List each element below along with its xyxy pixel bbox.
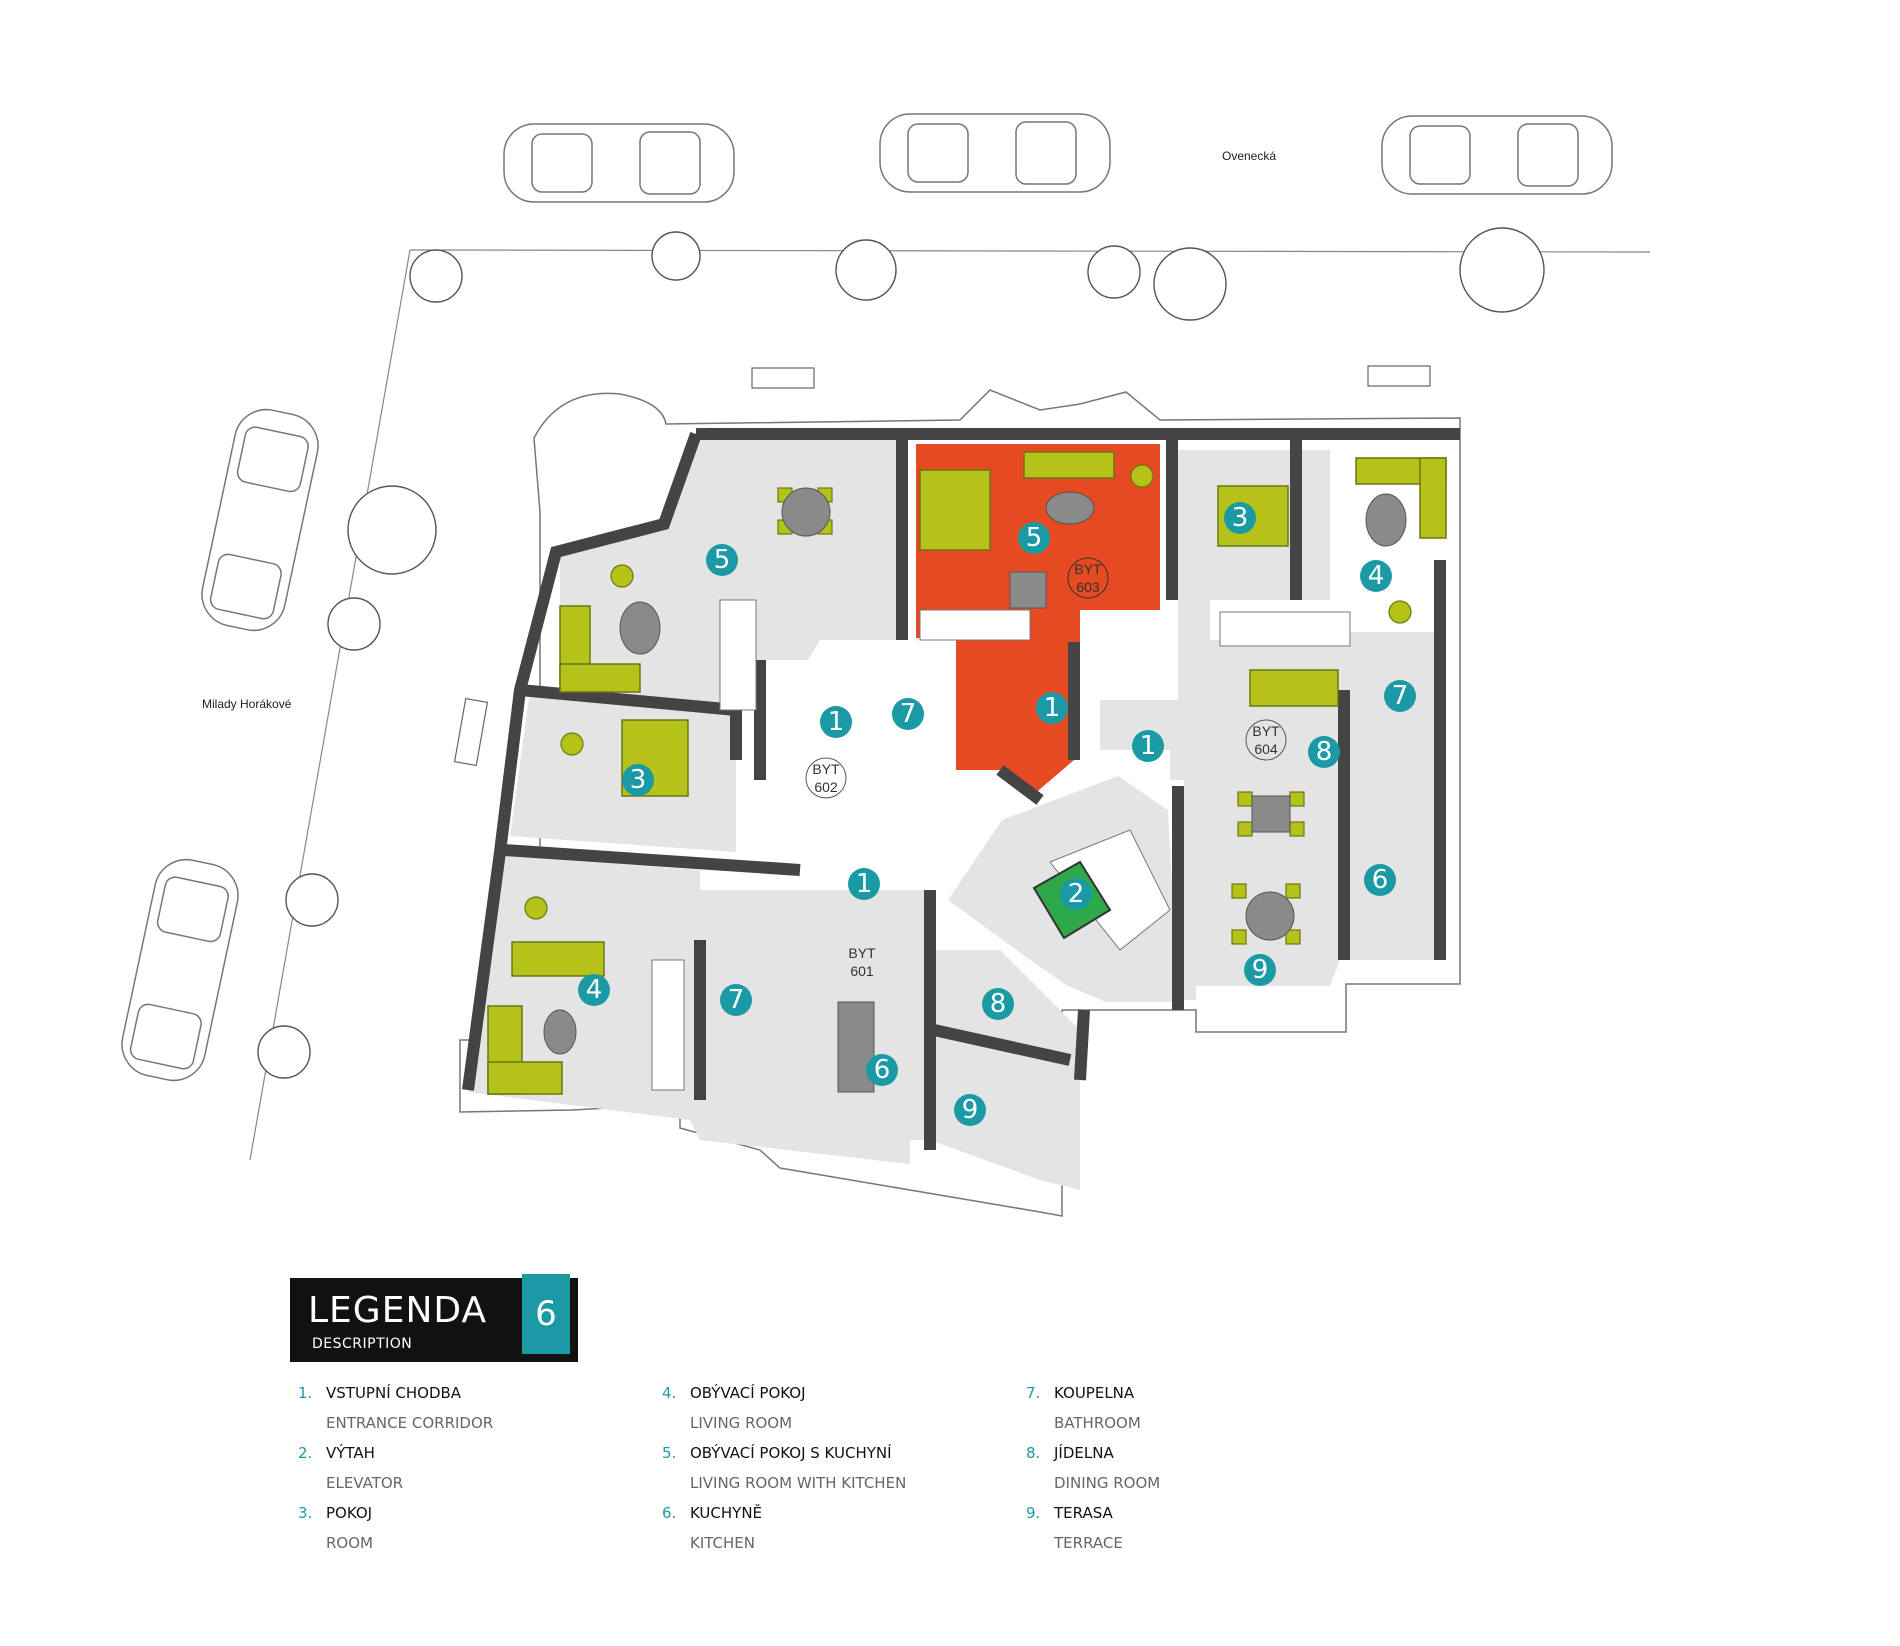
car-icon — [1381, 115, 1613, 195]
tables — [543, 487, 1407, 1093]
unit-label-601: BYT 601 — [848, 945, 876, 979]
street-outline — [249, 249, 1651, 1161]
svg-text:5: 5 — [714, 545, 731, 575]
svg-text:BYT: BYT — [812, 761, 840, 777]
svg-text:4: 4 — [1368, 561, 1385, 591]
room-marker: 7 — [1384, 680, 1416, 712]
room-marker: 1 — [1132, 730, 1164, 762]
street-label-north: Ovenecká — [1222, 149, 1276, 163]
svg-text:1: 1 — [1044, 693, 1061, 723]
building-outline — [459, 389, 1461, 1217]
svg-text:3: 3 — [1232, 503, 1249, 533]
room-marker: 6 — [866, 1054, 898, 1086]
room-marker: 9 — [1244, 954, 1276, 986]
room-marker: 9 — [954, 1094, 986, 1126]
svg-text:1: 1 — [856, 869, 873, 899]
svg-text:7: 7 — [728, 985, 745, 1015]
legend-item: 4. OBÝVACÍ POKOJ LIVING ROOM — [662, 1384, 806, 1432]
svg-text:BYT: BYT — [1252, 723, 1280, 739]
svg-text:601: 601 — [850, 963, 874, 979]
legend-column-3: 7. KOUPELNA BATHROOM 8. JÍDELNA DINING R… — [1026, 1384, 1326, 1564]
legend-subtitle: DESCRIPTION — [312, 1336, 413, 1352]
svg-text:602: 602 — [814, 779, 838, 795]
legend-item: 6. KUCHYNĚ KITCHEN — [662, 1504, 763, 1552]
room-marker: 6 — [1364, 864, 1396, 896]
unit-label-604: BYT 604 — [1245, 719, 1287, 761]
legend-column-2: 4. OBÝVACÍ POKOJ LIVING ROOM 5. OBÝVACÍ … — [662, 1384, 982, 1564]
room-marker: 8 — [1308, 736, 1340, 768]
legend-item: 1. VSTUPNÍ CHODBA ENTRANCE CORRIDOR — [298, 1384, 494, 1432]
svg-text:8: 8 — [990, 989, 1007, 1019]
unit-label-602: BYT 602 — [805, 757, 847, 799]
svg-text:1: 1 — [828, 707, 845, 737]
floor-number-badge: 6 — [522, 1274, 570, 1354]
bench-icon — [453, 365, 1431, 767]
svg-text:BYT: BYT — [848, 945, 876, 961]
legend-item: 7. KOUPELNA BATHROOM — [1026, 1384, 1141, 1432]
room-marker: 1 — [848, 868, 880, 900]
street-label-west: Milady Horákové — [202, 697, 292, 711]
room-marker: 5 — [706, 544, 738, 576]
room-marker: 5 — [1018, 522, 1050, 554]
legend-item: 5. OBÝVACÍ POKOJ S KUCHYNÍ LIVING ROOM W… — [662, 1444, 907, 1492]
svg-text:9: 9 — [962, 1095, 979, 1125]
car-icon — [201, 408, 319, 632]
room-marker: 4 — [1360, 560, 1392, 592]
walls — [462, 428, 1460, 1150]
unit-label-603: BYT 603 — [1067, 557, 1109, 599]
svg-text:8: 8 — [1316, 737, 1333, 767]
car-icon — [121, 858, 239, 1082]
room-marker: 2 — [1060, 878, 1092, 910]
svg-text:603: 603 — [1076, 579, 1100, 595]
svg-text:6: 6 — [1372, 865, 1389, 895]
svg-text:604: 604 — [1254, 741, 1278, 757]
legend-item: 8. JÍDELNA DINING ROOM — [1026, 1444, 1161, 1492]
svg-text:9: 9 — [1252, 955, 1269, 985]
svg-text:BYT: BYT — [1074, 561, 1102, 577]
svg-text:4: 4 — [586, 975, 603, 1005]
svg-text:6: 6 — [874, 1055, 891, 1085]
room-marker: 7 — [720, 984, 752, 1016]
room-marker: 8 — [982, 988, 1014, 1020]
room-marker: 1 — [1036, 692, 1068, 724]
legend-header: LEGENDA DESCRIPTION 6 — [290, 1274, 578, 1362]
svg-text:1: 1 — [1140, 731, 1157, 761]
legend-item: 3. POKOJ ROOM — [298, 1504, 373, 1552]
car-icon — [503, 123, 735, 203]
svg-text:7: 7 — [1392, 681, 1409, 711]
room-marker: 3 — [1224, 502, 1256, 534]
svg-text:7: 7 — [900, 699, 917, 729]
stairs — [651, 599, 1351, 1091]
car-icon — [879, 113, 1111, 193]
svg-text:5: 5 — [1026, 523, 1043, 553]
legend-title: LEGENDA — [308, 1290, 488, 1331]
room-marker: 7 — [892, 698, 924, 730]
svg-text:2: 2 — [1068, 879, 1085, 909]
room-marker: 1 — [820, 706, 852, 738]
room-marker: 3 — [622, 764, 654, 796]
legend-item: 9. TERASA TERRACE — [1026, 1504, 1123, 1552]
tree-icon — [257, 227, 1545, 1079]
legend-column-1: 1. VSTUPNÍ CHODBA ENTRANCE CORRIDOR 2. V… — [298, 1384, 598, 1564]
room-marker: 4 — [578, 974, 610, 1006]
svg-text:3: 3 — [630, 765, 647, 795]
legend-item: 2. VÝTAH ELEVATOR — [298, 1444, 404, 1492]
